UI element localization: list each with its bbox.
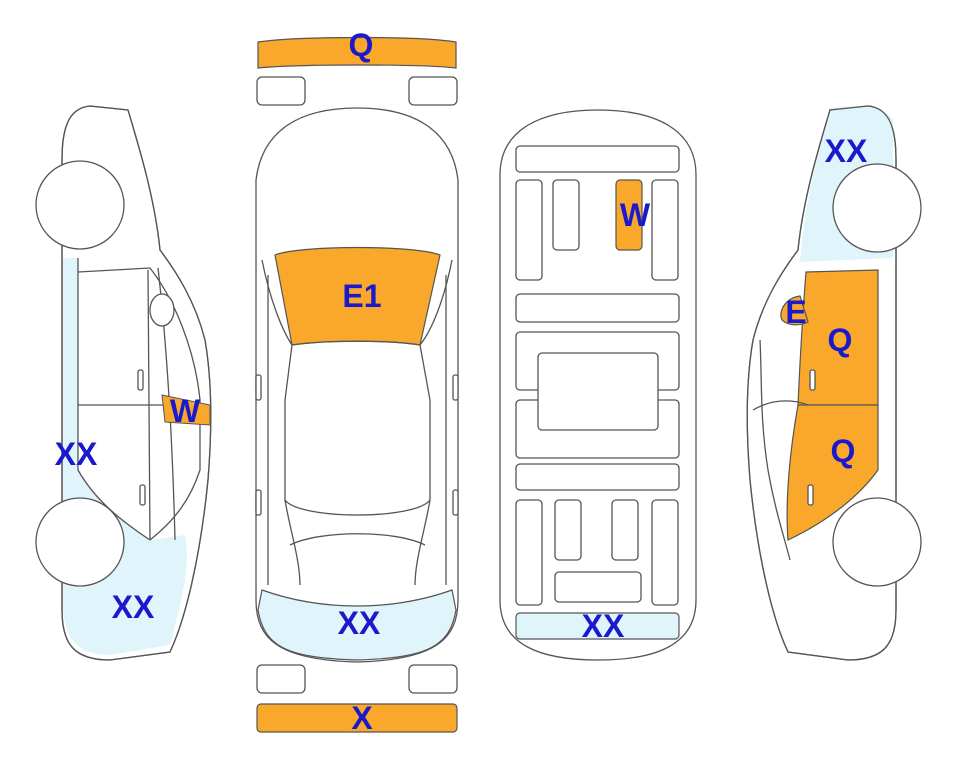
rear-left-light <box>256 664 306 694</box>
right-rear-wheel <box>832 163 922 253</box>
right-rear-door-damage <box>786 404 879 541</box>
right-front-handle <box>809 369 816 391</box>
top-body-outline <box>255 107 459 663</box>
top-right-mirror <box>452 374 459 401</box>
front-bumper-label: Q <box>349 27 374 63</box>
underbody-panel-label: W <box>620 197 651 233</box>
left-door-label: W <box>170 393 201 429</box>
left-door-damage-w <box>161 394 211 426</box>
front-right-light <box>408 76 458 106</box>
left-front-handle <box>137 369 144 391</box>
left-rear-wheel <box>35 160 125 250</box>
underbody-view: W XX <box>499 109 697 661</box>
right-side-view: XX E Q Q <box>746 105 922 661</box>
front-bumper-damage <box>257 36 457 69</box>
front-left-light <box>256 76 306 106</box>
trunk-light-damage <box>257 589 457 661</box>
left-rear-handle <box>139 484 146 506</box>
left-front-label: XX <box>112 589 155 625</box>
top-left-mirror <box>255 374 262 401</box>
left-front-wheel <box>35 497 125 587</box>
top-left-handle <box>255 489 262 516</box>
right-mirror-label: E <box>785 294 806 330</box>
trunk-label: XX <box>338 605 381 641</box>
rear-bumper-damage <box>256 703 458 733</box>
right-rear-door-label: Q <box>831 433 856 469</box>
top-view: Q E1 XX X <box>255 27 459 736</box>
left-sill-label: XX <box>55 436 98 472</box>
rear-right-light <box>408 664 458 694</box>
top-right-handle <box>452 489 459 516</box>
left-side-view: W XX XX <box>35 105 212 661</box>
right-front-wheel <box>832 497 922 587</box>
underbody-rear-light-damage <box>515 612 680 640</box>
underbody-rear-label: XX <box>582 608 625 644</box>
right-rear-label: XX <box>825 133 868 169</box>
rear-bumper-label: X <box>351 700 373 736</box>
right-mirror-damage <box>780 295 809 326</box>
left-mirror <box>149 293 175 327</box>
windshield-label: E1 <box>342 278 381 314</box>
right-front-door-label: Q <box>828 322 853 358</box>
right-rear-handle <box>807 484 814 506</box>
underbody-damage-w <box>615 179 643 251</box>
